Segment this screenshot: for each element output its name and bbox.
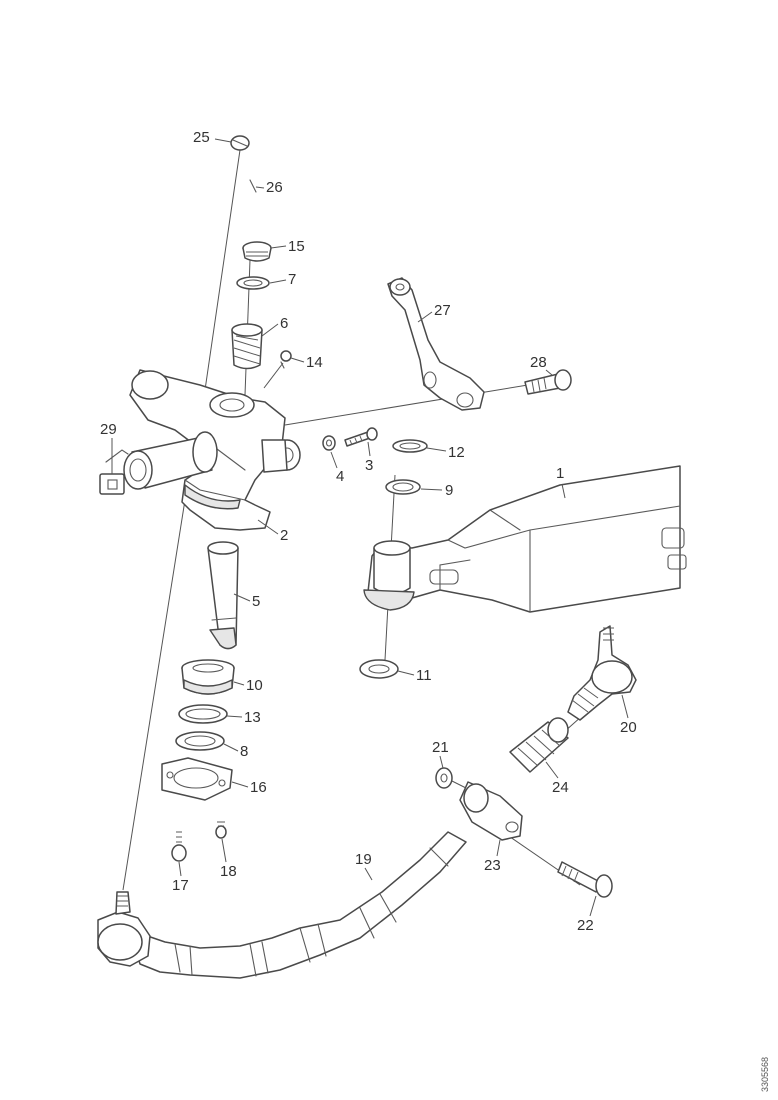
bolt-3 — [344, 427, 378, 447]
callout-2: 2 — [280, 527, 288, 544]
nut-4 — [322, 435, 336, 451]
seal-ring-13 — [178, 704, 228, 724]
callout-20: 20 — [620, 719, 637, 736]
drawing-reference-number: 3305568 — [760, 1057, 770, 1092]
callout-24: 24 — [552, 779, 569, 796]
callout-22: 22 — [577, 917, 594, 934]
bolt-28 — [524, 369, 572, 395]
callout-10: 10 — [246, 677, 263, 694]
callout-8: 8 — [240, 743, 248, 760]
callout-18: 18 — [220, 863, 237, 880]
callout-23: 23 — [484, 857, 501, 874]
steering-arm-27 — [387, 277, 485, 411]
bearing-10 — [181, 659, 235, 695]
callout-3: 3 — [365, 457, 373, 474]
washer-7 — [236, 276, 270, 290]
callout-19: 19 — [355, 851, 372, 868]
callout-25: 25 — [193, 129, 210, 146]
tie-rod-end-20 — [567, 625, 637, 721]
king-pin-5 — [207, 541, 239, 650]
callout-5: 5 — [252, 593, 260, 610]
axle-beam — [363, 465, 687, 613]
bushing-6 — [231, 323, 263, 370]
callout-17: 17 — [172, 877, 189, 894]
callout-6: 6 — [280, 315, 288, 332]
nut-21 — [435, 767, 453, 789]
callout-7: 7 — [288, 271, 296, 288]
grease-nipple-14 — [280, 350, 292, 369]
cotter-pin-26 — [249, 179, 257, 193]
callout-4: 4 — [336, 468, 344, 485]
callout-26: 26 — [266, 179, 283, 196]
clamp-tube-24 — [509, 717, 569, 773]
clamp-23 — [459, 781, 523, 841]
callout-9: 9 — [445, 482, 453, 499]
nut-11 — [359, 659, 399, 679]
callout-1: 1 — [556, 465, 564, 482]
screw-17 — [171, 831, 187, 862]
bolt-22 — [557, 861, 613, 898]
callout-labels: 1 2 3 4 5 6 7 8 9 10 11 12 13 14 15 16 1… — [100, 129, 637, 934]
thrust-washer-9 — [385, 479, 421, 495]
callout-11: 11 — [416, 667, 432, 684]
callout-28: 28 — [530, 354, 547, 371]
callout-12: 12 — [448, 444, 465, 461]
callout-14: 14 — [306, 354, 323, 371]
plug-part-29 — [99, 449, 129, 495]
callout-21: 21 — [432, 739, 449, 756]
top-nut-25 — [230, 135, 250, 151]
callout-29: 29 — [100, 421, 117, 438]
shim-8 — [175, 731, 225, 751]
tie-rod-19 — [97, 831, 467, 979]
shim-12 — [392, 439, 428, 453]
callout-27: 27 — [434, 302, 451, 319]
callout-13: 13 — [244, 709, 261, 726]
cap-15 — [242, 241, 272, 262]
callout-15: 15 — [288, 238, 305, 255]
screw-18 — [215, 821, 227, 839]
steering-knuckle — [123, 369, 301, 531]
callout-16: 16 — [250, 779, 267, 796]
cover-plate-16 — [161, 757, 233, 801]
